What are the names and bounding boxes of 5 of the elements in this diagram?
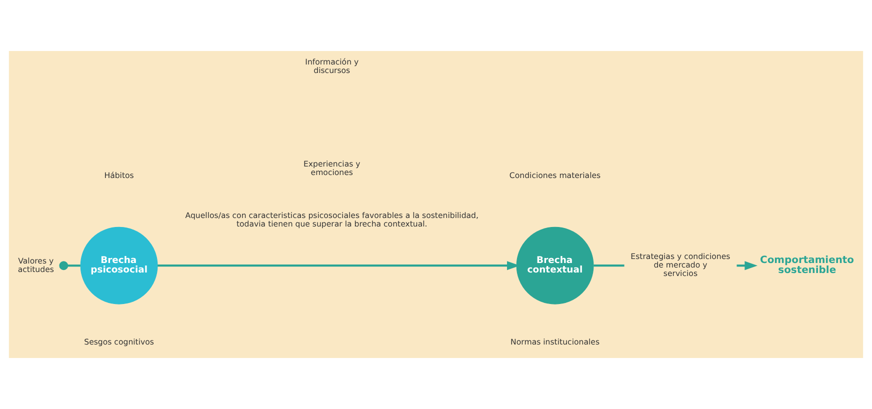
connector bbox=[594, 264, 624, 267]
node-circle: Brecha psicosocial bbox=[80, 226, 158, 304]
connector bbox=[59, 261, 80, 270]
node-text: Comportamiento sostenible bbox=[760, 254, 854, 276]
node-circle: Brecha contextual bbox=[516, 226, 594, 304]
